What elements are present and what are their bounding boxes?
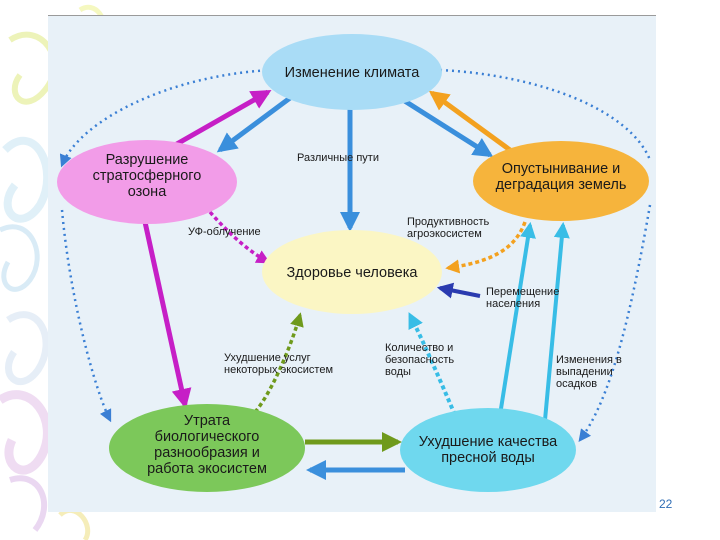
arrow-ozone-to-climate [173, 89, 272, 148]
dotted-arrow-ozone-to-biodiversity [60, 209, 112, 423]
page-number: 22 [659, 497, 673, 511]
arrow-ozone-to-biodiversity [142, 221, 192, 409]
arrow-climate-to-ozone [216, 95, 292, 153]
arrow-water-to-desert-right [543, 221, 570, 421]
arrow-water-to-desert-left [498, 221, 536, 416]
node-biodiversity-ellipse [109, 404, 305, 492]
node-climate-ellipse [262, 34, 442, 110]
olive-arrows [253, 312, 402, 452]
top-rule [48, 15, 656, 16]
arrow-biodiversity-to-health [253, 312, 304, 414]
dotted-arrow-climate-to-ozone [59, 68, 273, 168]
node-water-ellipse [400, 408, 576, 492]
dotted-cycle [59, 68, 652, 443]
dotted-arrow-desert-to-water [578, 204, 652, 443]
magenta-arrows [142, 89, 272, 409]
arrow-water-to-health [408, 312, 457, 416]
edge-label-paths: Различные пути [297, 152, 379, 164]
arrow-climate-to-desert [398, 95, 494, 158]
dotted-arrow-climate-to-desert [439, 68, 652, 161]
node-desert-ellipse [473, 141, 649, 221]
node-health-label: Здоровье человека [287, 265, 419, 281]
cyan-arrows [408, 221, 570, 421]
arrow-ozone-to-health [208, 210, 271, 264]
node-health-ellipse [262, 230, 442, 314]
node-ozone-ellipse [57, 140, 237, 224]
arrow-migration-to-health [436, 282, 481, 299]
arrow-desert-to-climate [428, 90, 512, 153]
blue-arrows [216, 95, 494, 480]
node-climate-label: Изменение климата [285, 65, 421, 81]
edge-label-uv: УФ-облучение [188, 226, 261, 238]
